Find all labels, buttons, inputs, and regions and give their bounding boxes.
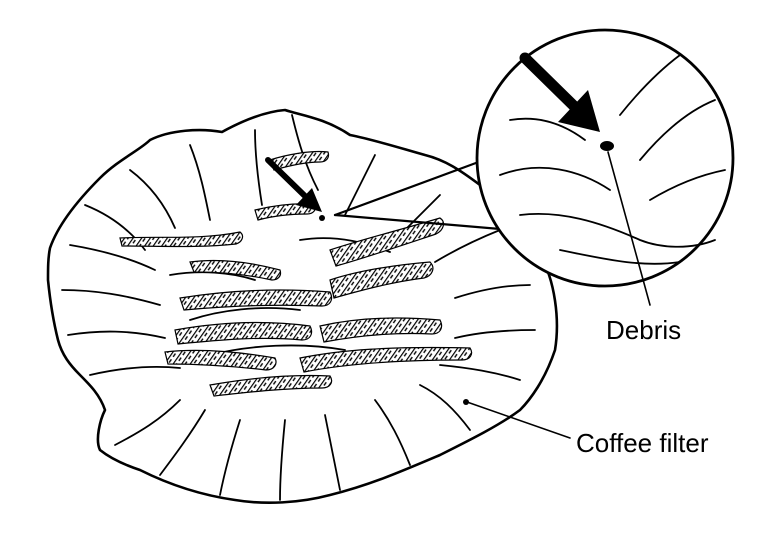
coffee-grounds [119,150,473,397]
filter-outline [46,108,559,505]
grounds-strip [329,261,434,299]
magnified-inset [475,28,735,288]
grounds-strip [254,203,317,221]
pleat-line [61,289,161,306]
grounds-strip [299,346,473,373]
grounds-strip [329,217,445,267]
grounds-strip [189,259,282,281]
inset-fold [519,212,716,248]
pleat-line [254,129,263,206]
pleat-line [374,399,411,466]
coffee-filter-label: Coffee filter [576,428,709,458]
grounds-strip [164,349,277,371]
pleat-line [129,169,176,229]
inset-fold [619,54,681,116]
grounds-strip [269,150,330,171]
coffee-filter [46,108,559,505]
pleat-line [189,144,211,221]
pleat-line [454,329,536,339]
coffee-filter-leader-dot [463,399,469,405]
pleat-line [439,364,521,381]
grounds-strip [174,321,313,345]
inset-fold [559,249,681,265]
grounds-strip [209,374,333,397]
pleat-line [419,384,471,431]
pleat-line [89,365,181,376]
inset-fold [639,99,716,161]
debris-label: Debris [606,315,681,345]
inset-fold [649,169,726,201]
debris-speck-magnified [600,141,614,151]
inset-circle [475,28,735,288]
callout-wedge [333,158,514,232]
pleat-line [114,399,181,446]
debris-arrow-large [519,52,600,132]
debris-arrow-small [265,157,322,212]
pleat-line [69,244,156,271]
pleat-line [324,414,341,491]
debris-leader-line [607,151,651,306]
grounds-strip [119,231,244,248]
pleat-line [159,409,206,476]
pleat-line [434,229,501,263]
pleat-line [279,419,286,501]
inset-fold [499,166,611,191]
grounds-strip [319,317,443,343]
pleat-line [454,284,531,299]
grounds-strip [179,289,333,311]
pleat-line [189,307,301,321]
inset-fold [509,117,586,141]
debris-speck [319,215,325,221]
pleat-line [219,419,241,496]
coffee-filter-leader-line [466,401,571,439]
pleat-line [67,330,166,339]
